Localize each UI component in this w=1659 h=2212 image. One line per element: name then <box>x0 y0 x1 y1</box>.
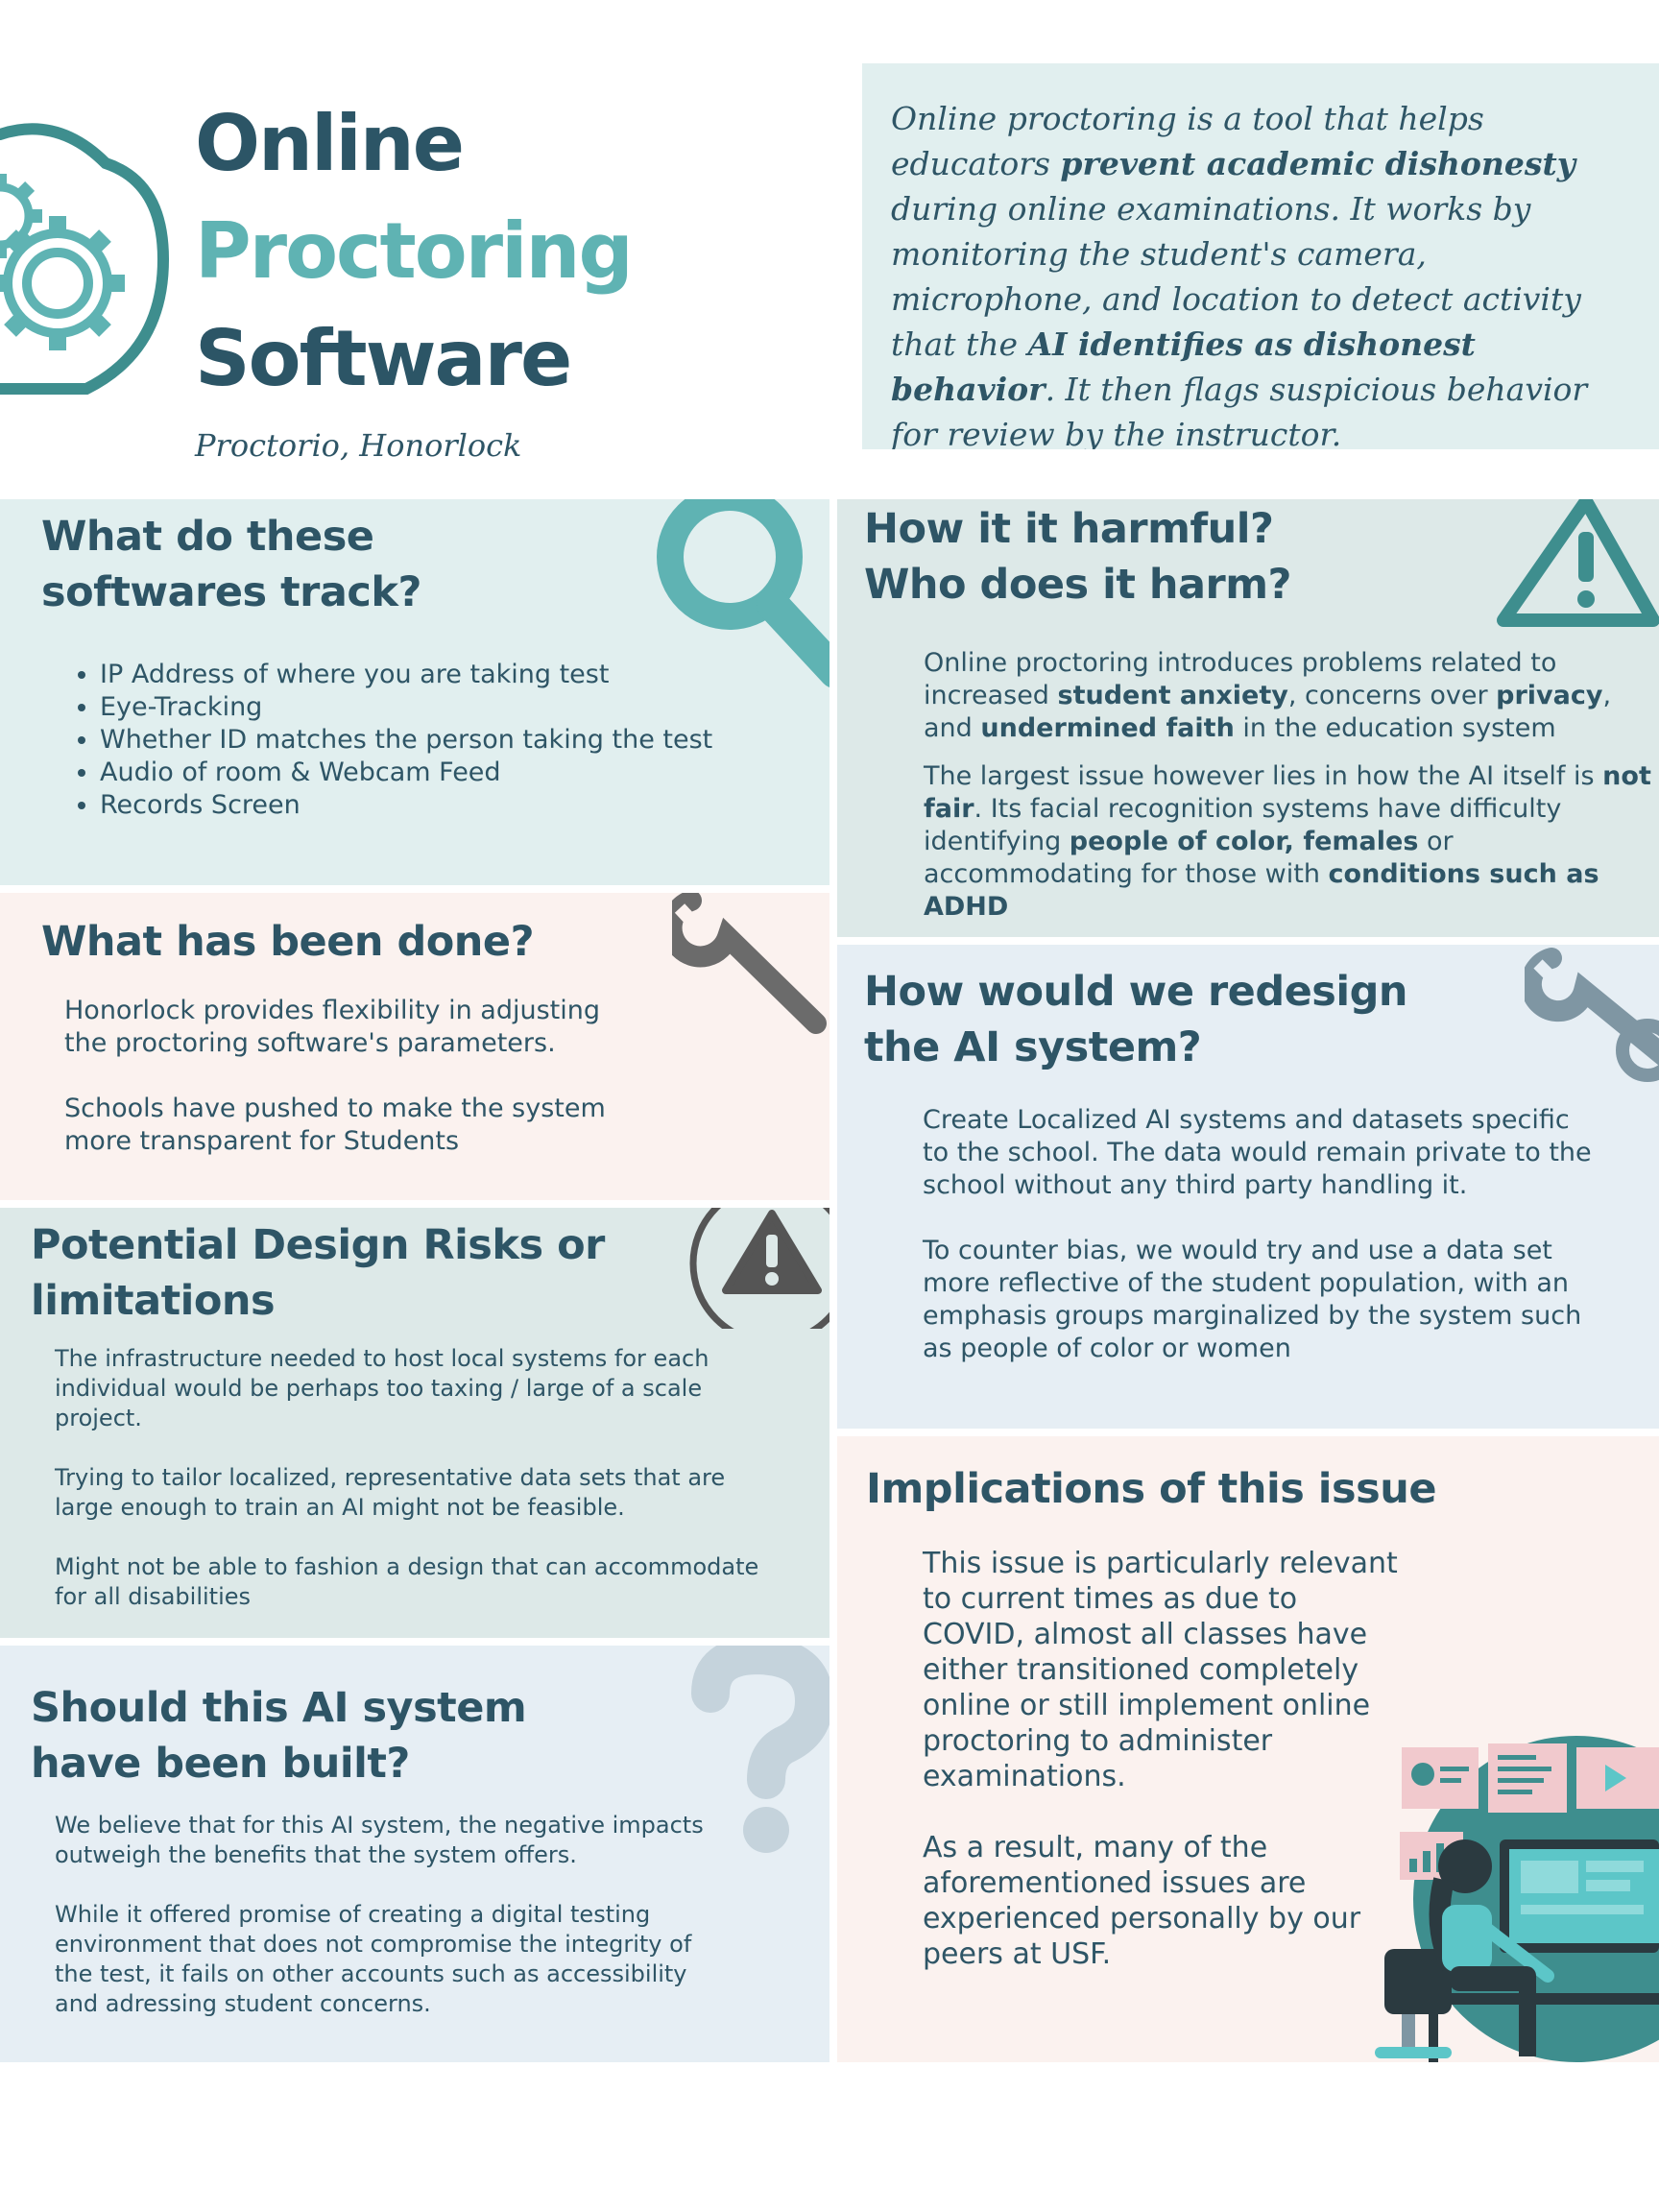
redesign-panel: How would we redesign the AI system? Cre… <box>837 945 1659 1429</box>
risks-paragraph-1: The infrastructure needed to host local … <box>55 1345 709 1431</box>
harm-p1-segment: in the education system <box>1234 713 1556 743</box>
intro-text: Online proctoring is a tool that helps e… <box>891 96 1630 449</box>
risks-paragraph-3: Might not be able to fashion a design th… <box>55 1553 759 1610</box>
question-mark-icon <box>691 1646 830 1853</box>
harm-heading-line1: How it it harmful? <box>864 505 1274 553</box>
person-at-computer-illustration <box>1375 1736 1659 2062</box>
redesign-text: Create Localized AI systems and datasets… <box>923 1104 1595 1365</box>
track-list-item: IP Address of where you are taking test <box>100 659 741 691</box>
harm-p1-segment: , and <box>924 681 1612 743</box>
track-list-wrapper: IP Address of where you are taking testE… <box>69 659 741 822</box>
redesign-paragraph-1: Create Localized AI systems and datasets… <box>923 1105 1592 1200</box>
redesign-heading-line2: the AI system? <box>864 1023 1202 1071</box>
harm-p2-segment: The largest issue however lies in how th… <box>924 761 1603 791</box>
intro-segment: Online proctoring is a tool that helps e… <box>891 100 1484 182</box>
harm-p1-segment: privacy <box>1496 681 1603 710</box>
track-list-item: Audio of room & Webcam Feed <box>100 757 741 789</box>
should-paragraph-2: While it offered promise of creating a d… <box>55 1901 692 2017</box>
done-paragraph-1: Honorlock provides flexibility in adjust… <box>64 996 600 1058</box>
page-title-line1: Online <box>195 99 465 188</box>
cloud-gears-icon <box>0 123 170 395</box>
implications-paragraph-2: As a result, many of the aforementioned … <box>923 1831 1361 1971</box>
intro-segment: prevent academic dishonesty <box>1060 145 1575 182</box>
done-heading: What has been done? <box>41 918 535 966</box>
should-text: We believe that for this AI system, the … <box>55 1811 717 2019</box>
page-subtitle: Proctorio, Honorlock <box>195 427 522 464</box>
implications-panel: Implications of this issue This issue is… <box>837 1436 1659 2062</box>
harm-p2-segment: people of color, females <box>1069 827 1419 856</box>
implications-paragraph-1: This issue is particularly relevant to c… <box>923 1547 1398 1793</box>
should-heading-line2: have been built? <box>31 1740 410 1788</box>
warning-circle-icon <box>689 1208 830 1329</box>
should-panel: Should this AI system have been built? W… <box>0 1646 830 2062</box>
track-list: IP Address of where you are taking testE… <box>69 659 741 822</box>
harm-p2-segment: conditions such as ADHD <box>924 859 1599 922</box>
implications-text: This issue is particularly relevant to c… <box>923 1546 1403 1972</box>
harm-p2-segment: not fair <box>924 761 1651 824</box>
page-title-line3: Software <box>195 314 572 403</box>
track-heading-line2: softwares track? <box>41 568 421 616</box>
done-panel: What has been done? Honorlock provides f… <box>0 893 830 1200</box>
harm-p1-segment: Online proctoring introduces problems re… <box>924 648 1557 710</box>
logo-cloud-gears <box>0 106 173 403</box>
harm-p2-segment: . Its facial recognition systems have di… <box>924 794 1562 856</box>
harm-p2-segment: or accommodating for those with <box>924 827 1454 889</box>
redesign-heading-line1: How would we redesign <box>864 968 1408 1016</box>
intro-segment: . It then flags suspicious behavior for … <box>891 371 1588 449</box>
done-text: Honorlock provides flexibility in adjust… <box>64 995 640 1158</box>
should-heading-line1: Should this AI system <box>31 1684 527 1732</box>
page-title-line2: Proctoring <box>195 206 634 296</box>
should-paragraph-1: We believe that for this AI system, the … <box>55 1812 704 1868</box>
wrench-icon <box>672 893 827 1034</box>
redesign-paragraph-2: To counter bias, we would try and use a … <box>923 1236 1582 1363</box>
risks-heading-line1: Potential Design Risks or <box>31 1221 605 1269</box>
intro-segment: AI identifies as dishonest behavior <box>891 325 1476 408</box>
risks-text: The infrastructure needed to host local … <box>55 1344 775 1612</box>
harm-p1-segment: student anxiety <box>1057 681 1288 710</box>
risks-paragraph-2: Trying to tailor localized, representati… <box>55 1464 726 1521</box>
track-list-item: Whether ID matches the person taking the… <box>100 724 741 757</box>
harm-p1-segment: undermined faith <box>980 713 1235 743</box>
done-paragraph-2: Schools have pushed to make the system m… <box>64 1094 606 1156</box>
harm-paragraph-2: The largest issue however lies in how th… <box>924 760 1653 924</box>
harm-text: Online proctoring introduces problems re… <box>924 647 1653 924</box>
harm-panel: How it it harmful? Who does it harm? Onl… <box>837 499 1659 937</box>
risks-heading-line2: limitations <box>31 1277 276 1325</box>
magnifier-icon <box>657 499 830 687</box>
intro-panel: Online proctoring is a tool that helps e… <box>862 63 1659 449</box>
warning-triangle-icon <box>1497 499 1659 627</box>
track-heading-line1: What do these <box>41 513 374 561</box>
harm-p1-segment: , concerns over <box>1287 681 1497 710</box>
implications-heading: Implications of this issue <box>866 1465 1436 1513</box>
risks-panel: Potential Design Risks or limitations Th… <box>0 1208 830 1638</box>
track-list-item: Eye-Tracking <box>100 691 741 724</box>
harm-paragraph-1: Online proctoring introduces problems re… <box>924 647 1653 745</box>
harm-heading-line2: Who does it harm? <box>864 561 1291 609</box>
track-panel: What do these softwares track? IP Addres… <box>0 499 830 885</box>
track-list-item: Records Screen <box>100 789 741 822</box>
wrench-icon-redesign <box>1525 948 1659 1082</box>
intro-segment: during online examinations. It works by … <box>891 190 1581 363</box>
